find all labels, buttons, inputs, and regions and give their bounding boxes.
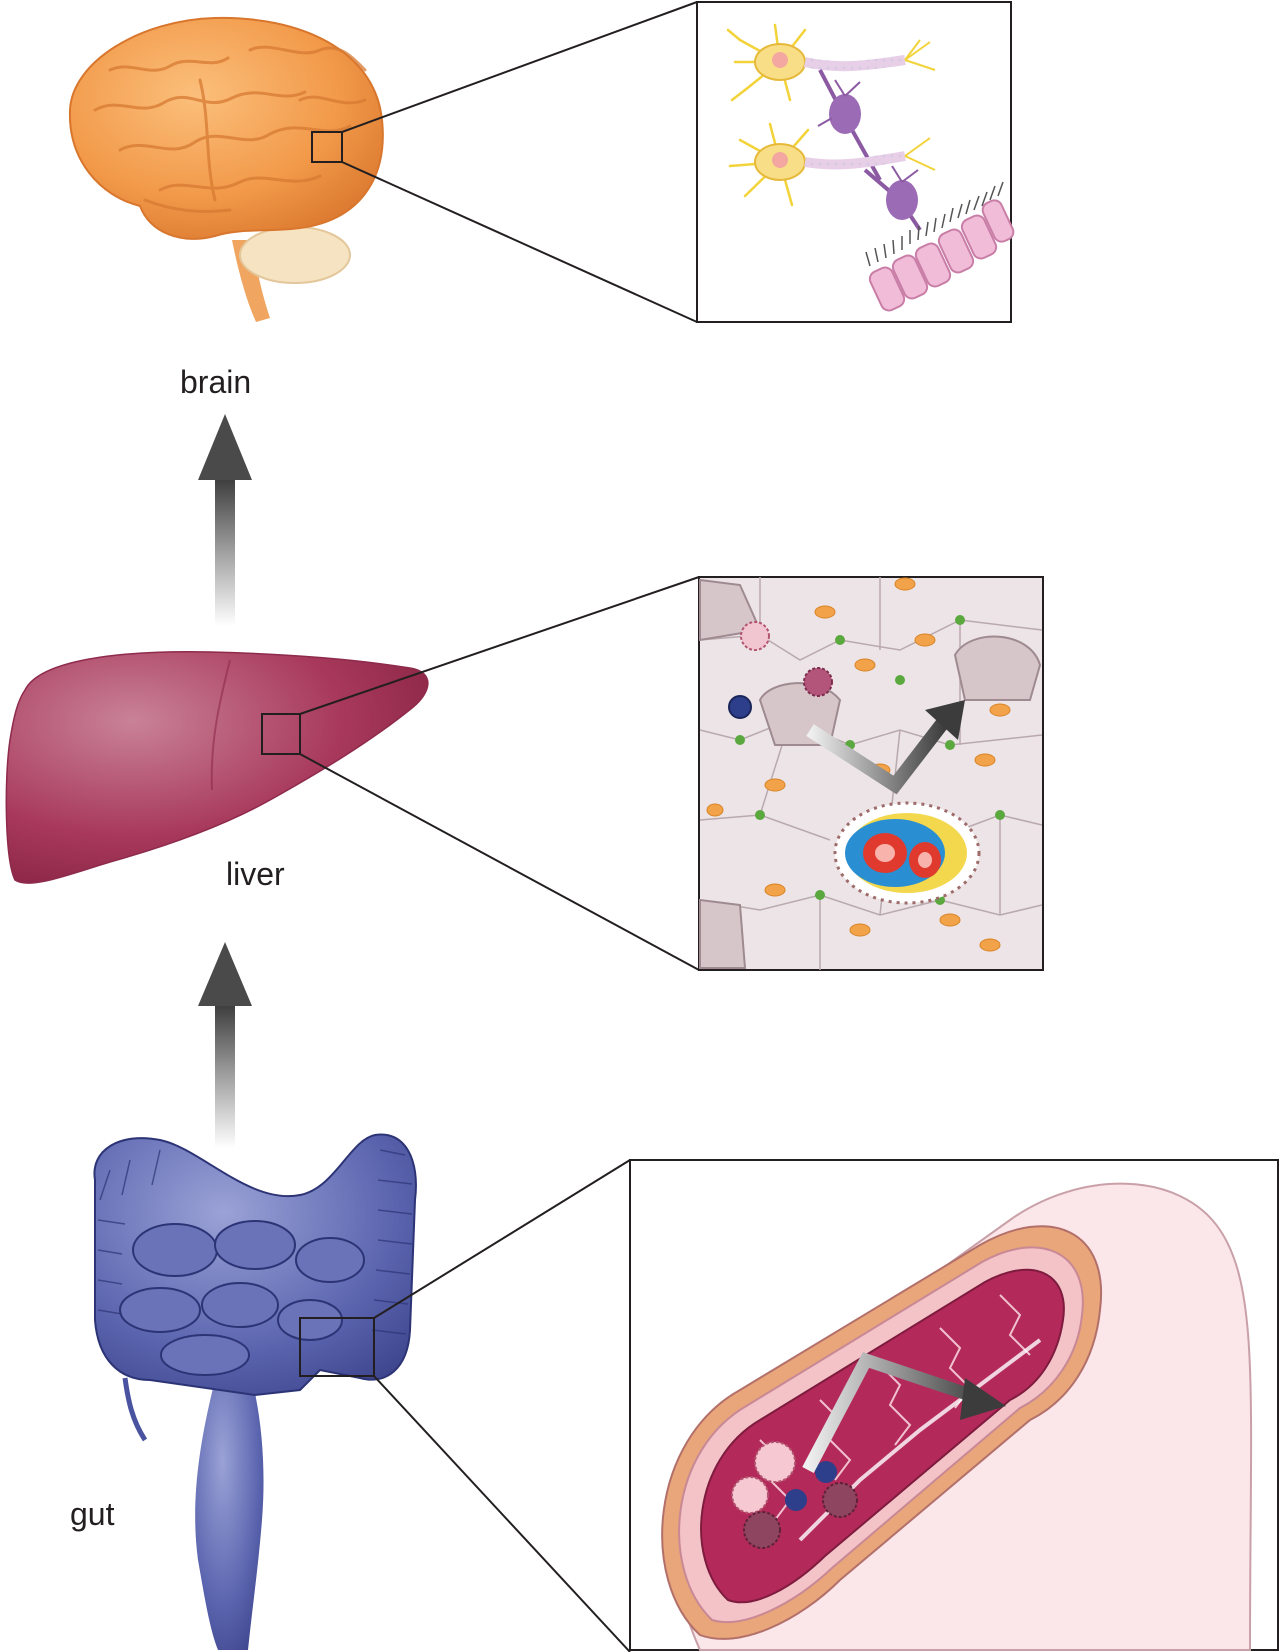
intestine-cross-section-inset xyxy=(629,1159,1279,1651)
blood-vessel-icon xyxy=(833,801,981,905)
astrocyte-icon xyxy=(726,23,807,102)
astrocyte-icon xyxy=(728,122,810,207)
brain-illustration xyxy=(68,1,698,323)
liver-label: liver xyxy=(226,856,285,892)
bacteria-icon xyxy=(731,1441,858,1549)
immune-cell-icon xyxy=(728,695,752,719)
epithelial-cells-icon xyxy=(865,181,1015,312)
neuron-icon xyxy=(817,69,882,181)
bacteria-icon xyxy=(740,621,770,651)
up-arrow-gut-to-liver xyxy=(198,942,252,1148)
neuron-icon xyxy=(863,165,922,232)
bacteria-icon xyxy=(803,667,833,697)
liver-tissue-inset xyxy=(698,576,1044,971)
brain-label: brain xyxy=(180,364,252,400)
translocation-arrow-icon xyxy=(806,700,965,795)
intestine-illustration xyxy=(93,1133,631,1652)
liver-illustration xyxy=(5,576,700,971)
up-arrow-liver-to-brain xyxy=(198,414,252,626)
gut-label: gut xyxy=(70,1496,115,1532)
immune-cell-icon xyxy=(785,1461,837,1511)
neuron-network-inset xyxy=(696,1,1015,323)
translocation-arrow-icon xyxy=(802,1352,1006,1474)
